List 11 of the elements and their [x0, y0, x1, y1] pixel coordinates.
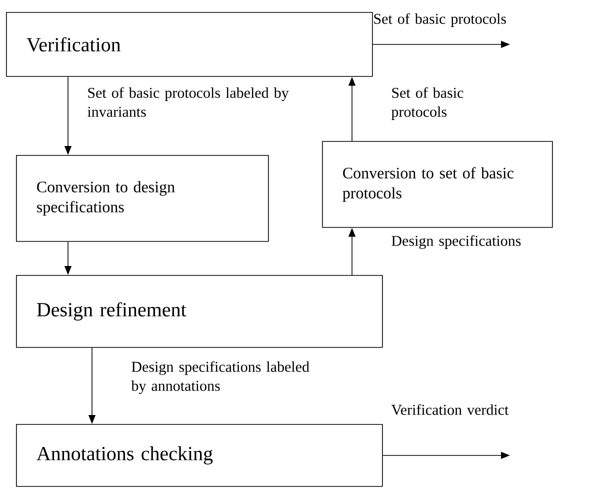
process-box: Conversion to design specifications [16, 155, 269, 242]
process-box: Verification [6, 12, 373, 77]
edge-label: Set of basic protocols labeled by invariants [88, 87, 289, 117]
edge-label: Set of basic protocols [374, 13, 506, 27]
process-box: Conversion to set of basic protocols [322, 141, 553, 228]
process-box: Design refinement [16, 275, 383, 348]
edge-label: Design specifications labeled by annotations [131, 361, 310, 394]
edge-label: Set of basic protocols [391, 87, 464, 120]
process-box: Annotations checking [16, 424, 383, 487]
edge-label: Verification verdict [391, 404, 509, 415]
edge-label: Design specifications [392, 235, 521, 249]
